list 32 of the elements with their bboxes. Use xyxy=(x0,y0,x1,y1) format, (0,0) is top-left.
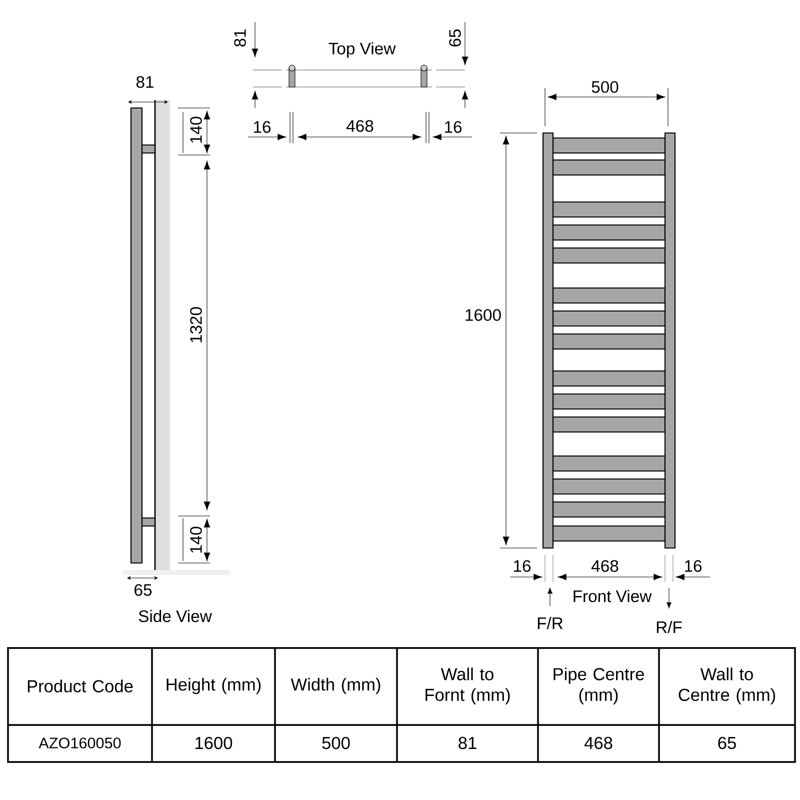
dimension-value: 81 xyxy=(136,76,154,88)
dimension-value: 16 xyxy=(445,121,462,133)
dimension-value: 500 xyxy=(592,81,618,93)
table-cell: Height (mm) xyxy=(166,678,261,694)
dimension-value: 16 xyxy=(254,121,271,133)
view-title: Top View xyxy=(328,42,396,58)
dimension-value: 468 xyxy=(346,120,374,132)
dimension-value: 16 xyxy=(685,560,702,572)
table-cell: Pipe Centre (mm) xyxy=(554,668,644,704)
table-cell: Product Code xyxy=(28,680,133,692)
table-cell: 500 xyxy=(322,736,350,750)
dimension-value: 1600 xyxy=(466,309,501,321)
dimension-value: 140 xyxy=(190,116,202,143)
dimension-value: 65 xyxy=(134,584,152,596)
table-cell: 1600 xyxy=(196,736,232,750)
pipe-label: F/R xyxy=(538,616,563,630)
table-cell: 81 xyxy=(458,736,476,750)
view-title: Front View xyxy=(574,590,652,602)
table-cell: 468 xyxy=(584,736,612,750)
table-cell: Wall to Fornt (mm) xyxy=(426,668,510,704)
table-cell: Width (mm) xyxy=(290,678,380,694)
dimension-value: 468 xyxy=(591,560,618,572)
dimension-value: 1320 xyxy=(190,307,202,342)
table-cell: AZO160050 xyxy=(38,738,121,748)
dimension-value: 16 xyxy=(514,560,531,572)
view-title: Side View xyxy=(138,610,212,622)
table-cell: 65 xyxy=(718,736,736,750)
table-cell: Wall to Centre (mm) xyxy=(678,668,776,704)
dimension-value: 140 xyxy=(190,526,202,553)
dimension-value: 65 xyxy=(449,29,461,46)
pipe-label: R/F xyxy=(656,620,682,634)
dimension-value: 81 xyxy=(234,30,246,47)
